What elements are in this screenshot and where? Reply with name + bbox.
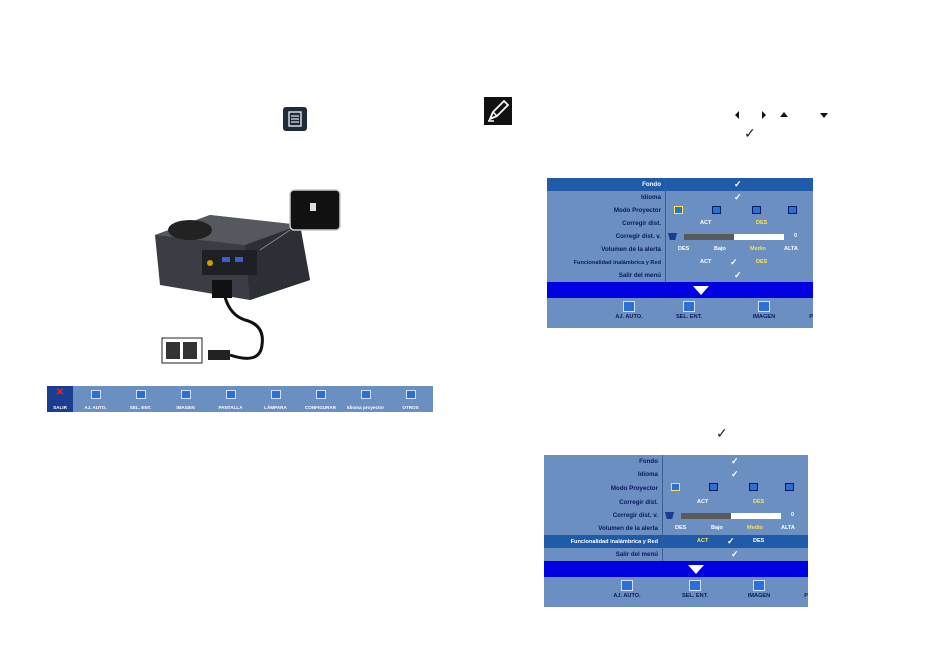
- osd-menu-1: Fondo ✓ Idioma ✓ Modo Proyector Corregir…: [547, 178, 813, 328]
- check-mark-icon: ✓: [744, 125, 756, 141]
- right-arrow-icon: [762, 111, 766, 119]
- menu-row-funcionalidad[interactable]: Funcionalidad inalámbrica y Red ACT ✓ DE…: [544, 535, 808, 548]
- toolbar-item-aj-auto[interactable]: AJ. AUTO.: [73, 386, 118, 412]
- image-icon: [180, 390, 191, 399]
- keystone-icon: [668, 233, 677, 240]
- auto-adjust-icon: [623, 301, 635, 312]
- keystone-slider[interactable]: [681, 513, 781, 519]
- projector-illustration: [155, 189, 341, 364]
- left-arrow-icon: [735, 111, 739, 119]
- osd-bottom-bar: AJ. AUTO. SEL. ENT. IMAGEN P: [547, 298, 813, 328]
- menu-row-volumen-alerta[interactable]: Volumen de la alerta DES Bajo Medio ALTA: [544, 522, 808, 535]
- bottom-item-aj-auto[interactable]: AJ. AUTO.: [604, 301, 654, 320]
- check-mark-icon: ✓: [734, 270, 742, 280]
- menu-row-modo-proyector[interactable]: Modo Proyector: [547, 204, 813, 217]
- check-mark-icon: ✓: [731, 549, 739, 559]
- rear-ceiling-projection-icon[interactable]: [785, 483, 794, 491]
- bottom-item-partial: P: [804, 593, 808, 599]
- input-select-icon: [689, 580, 701, 591]
- toolbar-item-otros[interactable]: OTROS: [388, 386, 433, 412]
- front-projection-icon[interactable]: [671, 483, 680, 491]
- bottom-item-partial: P: [809, 314, 813, 320]
- input-select-icon: [683, 301, 695, 312]
- toolbar-item-pantalla[interactable]: PANTALLA: [208, 386, 253, 412]
- toolbar-item-imagen[interactable]: IMAGEN: [163, 386, 208, 412]
- lamp-icon: [270, 390, 281, 399]
- keystone-icon: [665, 512, 674, 519]
- osd-bottom-bar: AJ. AUTO. SEL. ENT. IMAGEN P: [544, 577, 808, 607]
- menu-divider-band: [547, 282, 813, 298]
- rear-projection-icon[interactable]: [752, 206, 761, 214]
- rear-ceiling-projection-icon[interactable]: [788, 206, 797, 214]
- menu-row-idioma[interactable]: Idioma ✓: [547, 191, 813, 204]
- bottom-item-sel-ent[interactable]: SEL. ENT.: [670, 580, 720, 599]
- check-mark-icon: ✓: [734, 192, 742, 202]
- bottom-item-sel-ent[interactable]: SEL. ENT.: [664, 301, 714, 320]
- main-menu-toolbar: ✕ SALIR AJ. AUTO. SEL. ENT. IMAGEN PANTA…: [47, 386, 433, 412]
- check-mark-icon: ✓: [731, 456, 739, 466]
- menu-divider-band: [544, 561, 808, 577]
- auto-adjust-icon: [621, 580, 633, 591]
- keystone-slider[interactable]: [684, 234, 784, 240]
- menu-row-salir[interactable]: Salir del menú ✓: [544, 548, 808, 561]
- osd-menu-2: Fondo ✓ Idioma ✓ Modo Proyector Corregir…: [544, 455, 808, 607]
- menu-row-corregir-dist[interactable]: Corregir dist. ACT DES: [544, 496, 808, 509]
- down-arrow-icon: [820, 113, 828, 118]
- menu-row-fondo[interactable]: Fondo ✓: [544, 455, 808, 468]
- down-triangle-icon: [693, 286, 709, 295]
- bottom-item-imagen[interactable]: IMAGEN: [739, 301, 789, 320]
- auto-adjust-icon: [90, 390, 101, 399]
- toolbar-item-idioma[interactable]: Idioma proyector: [343, 386, 388, 412]
- menu-row-volumen-alerta[interactable]: Volumen de la alerta DES Bajo Medio ALTA: [547, 243, 813, 256]
- toolbar-item-lampara[interactable]: LÁMPARA: [253, 386, 298, 412]
- arrow-keys: [735, 111, 828, 119]
- menu-row-salir[interactable]: Salir del menú ✓: [547, 269, 813, 282]
- close-icon: ✕: [55, 387, 65, 398]
- rear-projection-icon[interactable]: [749, 483, 758, 491]
- image-icon: [753, 580, 765, 591]
- toolbar-item-sel-ent[interactable]: SEL. ENT.: [118, 386, 163, 412]
- menu-row-corregir-dist[interactable]: Corregir dist. ACT DES: [547, 217, 813, 230]
- check-mark-icon: ✓: [734, 179, 742, 189]
- check-mark-icon: ✓: [731, 469, 739, 479]
- toolbar-item-salir[interactable]: ✕ SALIR: [47, 386, 73, 412]
- menu-icon[interactable]: [283, 107, 307, 131]
- ceiling-projection-icon[interactable]: [712, 206, 721, 214]
- check-mark-icon: ✓: [716, 425, 728, 441]
- bottom-item-aj-auto[interactable]: AJ. AUTO.: [602, 580, 652, 599]
- toolbar-item-configurar[interactable]: CONFIGURAR: [298, 386, 343, 412]
- up-arrow-icon: [780, 112, 788, 117]
- menu-row-funcionalidad[interactable]: Funcionalidad inalámbrica y Red ACT ✓ DE…: [547, 256, 813, 269]
- settings-icon: [315, 390, 326, 399]
- check-mark-icon: ✓: [727, 536, 735, 546]
- display-icon: [225, 390, 236, 399]
- image-icon: [758, 301, 770, 312]
- down-triangle-icon: [688, 565, 704, 574]
- menu-row-modo-proyector[interactable]: Modo Proyector: [544, 481, 808, 496]
- menu-row-corregir-dist-v[interactable]: Corregir dist. v. 0: [544, 509, 808, 522]
- ceiling-projection-icon[interactable]: [709, 483, 718, 491]
- menu-row-fondo[interactable]: Fondo ✓: [547, 178, 813, 191]
- globe-icon: [360, 390, 371, 399]
- front-projection-icon[interactable]: [674, 206, 683, 214]
- menu-row-corregir-dist-v[interactable]: Corregir dist. v. 0: [547, 230, 813, 243]
- bottom-item-imagen[interactable]: IMAGEN: [734, 580, 784, 599]
- check-mark-icon: ✓: [730, 257, 738, 267]
- menu-row-idioma[interactable]: Idioma ✓: [544, 468, 808, 481]
- input-select-icon: [135, 390, 146, 399]
- note-pencil-icon: [484, 97, 512, 125]
- others-icon: [405, 390, 416, 399]
